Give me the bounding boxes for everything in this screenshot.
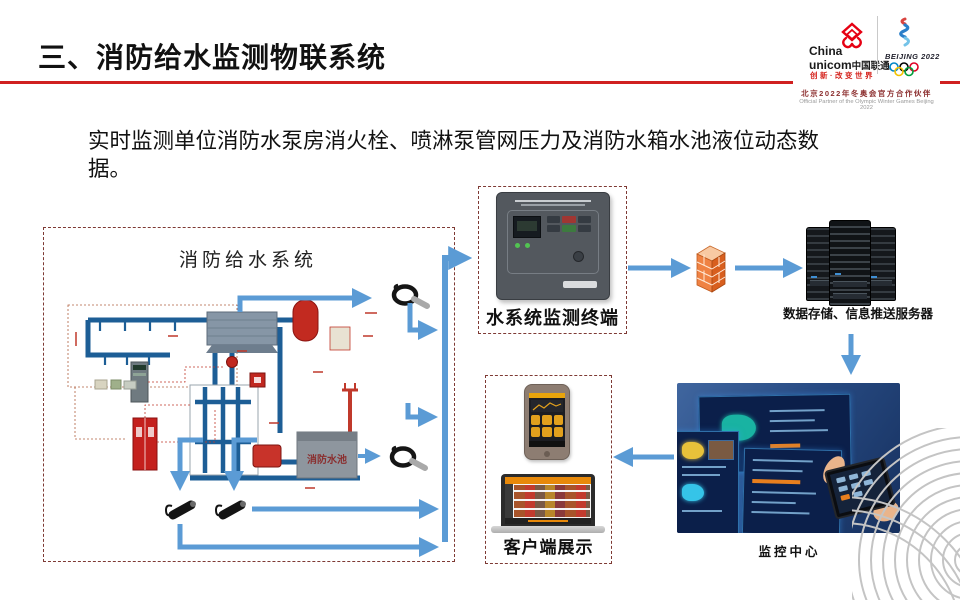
china-unicom-knot-icon bbox=[841, 22, 863, 49]
device-brand-logo bbox=[563, 281, 597, 288]
server-tower-middle bbox=[829, 220, 871, 306]
fire-pump bbox=[252, 444, 282, 468]
level-sensor-icon bbox=[389, 445, 428, 471]
unicom-name-cn: 中国联通 bbox=[851, 61, 890, 72]
device-box-3 bbox=[123, 380, 137, 390]
fire-pool: 消防水池 bbox=[296, 431, 358, 479]
monitor-center-screen bbox=[741, 447, 843, 533]
device-header-subtext bbox=[521, 204, 585, 206]
title-underline-rule bbox=[0, 81, 960, 84]
firewall-icon bbox=[696, 245, 726, 293]
server-label: 数据存储、信息推送服务器 bbox=[783, 307, 934, 321]
smartphone-icon bbox=[524, 384, 570, 460]
control-panel-small bbox=[329, 326, 351, 351]
laptop-screen bbox=[505, 477, 591, 524]
phone-screen bbox=[529, 393, 565, 447]
unicom-name-line2: unicom中国联通 bbox=[809, 56, 890, 74]
monitor-label: 监控中心 bbox=[758, 545, 821, 559]
laptop-base bbox=[491, 526, 605, 533]
pressure-tank bbox=[206, 311, 278, 353]
device-lock bbox=[573, 251, 584, 262]
monitor-left-screen bbox=[677, 431, 739, 533]
piping-schematic: 消防水池 bbox=[67, 283, 430, 520]
device-box-1 bbox=[94, 379, 108, 390]
laptop-icon bbox=[491, 474, 605, 536]
logo-divider bbox=[877, 16, 878, 74]
signal-wires bbox=[144, 366, 225, 443]
red-riser bbox=[342, 383, 358, 433]
device-front-panel bbox=[507, 210, 599, 274]
device-led-green bbox=[525, 243, 530, 248]
fingerprint-decoration bbox=[852, 428, 960, 600]
logo-block: China unicom中国联通 创新·改变世界 BEIJING 2022 北京… bbox=[793, 0, 940, 114]
body-text: 实时监测单位消防水泵房消火栓、喷淋泵管网压力及消防水箱水池液位动态数据。 bbox=[88, 129, 820, 182]
tiny-labels bbox=[75, 312, 377, 489]
terminal-label: 水系统监测终端 bbox=[486, 308, 619, 328]
pressure-sensor-icon bbox=[164, 500, 196, 520]
unicom-name-en-line2: unicom bbox=[809, 58, 852, 72]
alarm-controller-cabinet bbox=[130, 361, 149, 403]
monitoring-center-image bbox=[677, 383, 900, 533]
alarm-bell bbox=[226, 356, 238, 368]
beijing2022-emblem-icon bbox=[899, 17, 910, 47]
olympic-rings-icon bbox=[889, 62, 919, 77]
phone-home-button bbox=[544, 451, 550, 457]
device-lcd-screen bbox=[513, 216, 541, 238]
server-rack-icon bbox=[806, 220, 896, 306]
laptop-thumbnail-grid bbox=[514, 485, 590, 517]
pressure-sensor-icon bbox=[214, 500, 246, 520]
unicom-name-en-line1: China bbox=[809, 44, 843, 58]
water-monitoring-terminal-device bbox=[496, 192, 610, 300]
device-keypad bbox=[547, 216, 591, 232]
device-box-2 bbox=[110, 379, 122, 390]
server-tower-right bbox=[866, 227, 896, 301]
client-label: 客户端展示 bbox=[503, 538, 594, 557]
page-title: 三、消防给水监测物联系统 bbox=[38, 42, 387, 73]
fire-water-system-title: 消防给水系统 bbox=[178, 250, 317, 271]
partner-line-en: Official Partner of the Olympic Winter G… bbox=[799, 99, 934, 111]
partner-line-cn: 北京2022年冬奥会官方合作伙伴 bbox=[801, 89, 932, 98]
unicom-tagline: 创新·改变世界 bbox=[810, 71, 875, 80]
device-header-text bbox=[515, 200, 591, 202]
sprinkler-heads bbox=[98, 322, 177, 365]
client-display-box: 客户端展示 bbox=[485, 375, 612, 564]
hydrant-cabinet bbox=[132, 417, 158, 471]
expansion-vessel bbox=[292, 299, 319, 342]
beijing2022-wordmark: BEIJING 2022 bbox=[885, 52, 940, 61]
terminal-box: 水系统监测终端 bbox=[478, 186, 627, 334]
device-led-green bbox=[515, 243, 520, 248]
level-sensor-icon bbox=[391, 283, 430, 309]
fire-pool-label: 消防水池 bbox=[307, 453, 347, 466]
